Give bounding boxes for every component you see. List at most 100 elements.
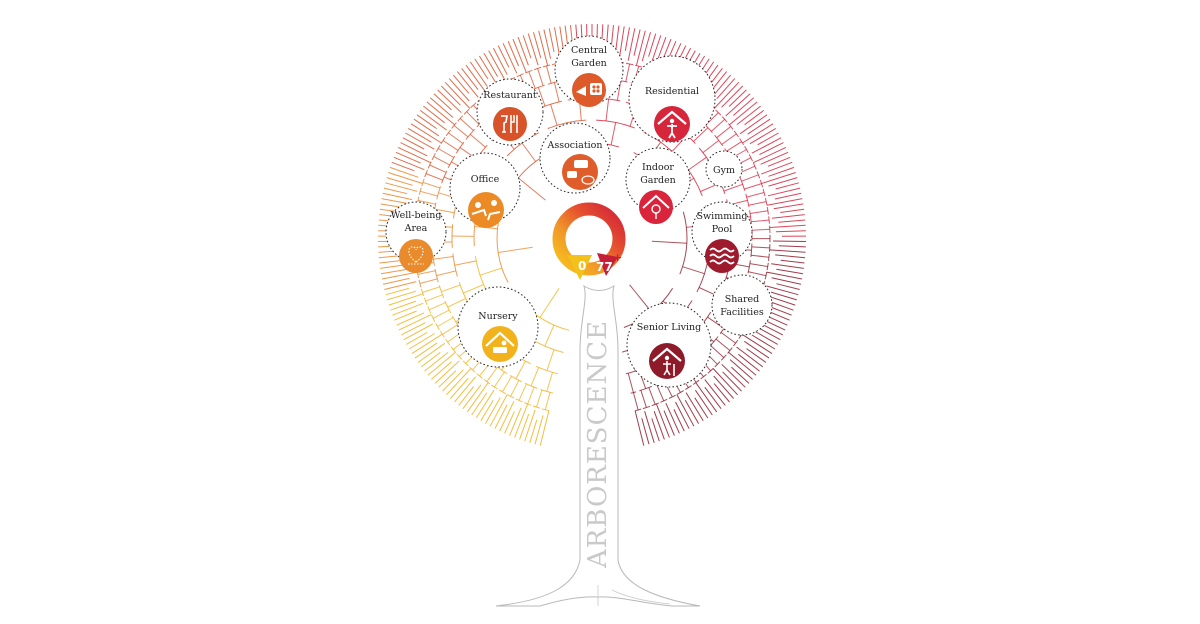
branch-line: [522, 143, 536, 162]
branch-line: [423, 287, 440, 293]
branch-line: [711, 346, 724, 358]
branch-line: [420, 279, 437, 284]
branch-line: [484, 53, 498, 76]
node-office[interactable]: Office: [450, 153, 520, 228]
branch-line: [714, 82, 739, 108]
branch-line: [749, 202, 767, 206]
branch-line: [510, 408, 521, 436]
branch-line: [383, 193, 412, 199]
branch-line: [520, 414, 529, 439]
branch-line: [747, 349, 767, 363]
branch-line: [397, 313, 424, 325]
node-label-line: Indoor: [642, 162, 674, 173]
branch-line: [649, 388, 655, 405]
branch-line: [774, 204, 804, 209]
branch-line: [636, 31, 645, 66]
branch-line: [455, 377, 476, 402]
branch-line: [664, 411, 674, 436]
branch-line: [776, 269, 803, 274]
branch-line: [778, 220, 805, 222]
branch-line: [421, 352, 440, 367]
branch-line: [759, 328, 780, 339]
node-well-being-area[interactable]: Well-being Area: [386, 202, 446, 273]
node-label-line: Garden: [640, 175, 676, 186]
branch-line: [388, 173, 422, 184]
branch-line: [641, 390, 647, 407]
node-label-line: Restaurant: [483, 90, 537, 101]
branch-line: [475, 59, 488, 79]
icon-glyph: [590, 83, 602, 95]
branch-line: [770, 225, 806, 227]
node-swimming-pool[interactable]: Swimming Pool: [692, 202, 752, 273]
branch-line: [780, 209, 804, 212]
branch-line: [396, 152, 421, 163]
branch-line: [420, 191, 437, 196]
branch-line: [674, 409, 684, 431]
branch-line: [752, 229, 770, 230]
node-label-line: Garden: [571, 58, 607, 69]
branch-line: [443, 141, 458, 151]
branch-line: [406, 333, 427, 345]
branch-line: [391, 301, 416, 310]
branch-line: [729, 90, 746, 107]
branch-line: [470, 134, 485, 147]
node-gym[interactable]: Gym: [706, 151, 742, 187]
branch-line: [767, 199, 802, 206]
branch-line: [426, 174, 443, 181]
branch-line: [394, 157, 425, 169]
wine-cutlery-icon: [493, 107, 527, 141]
node-shared-facilities[interactable]: Shared Facilities: [712, 275, 772, 335]
branch-line: [769, 167, 795, 176]
branch-line: [445, 82, 470, 108]
branch-line: [390, 167, 418, 177]
branch-line: [696, 383, 717, 412]
node-nursery[interactable]: Nursery: [458, 287, 538, 367]
branch-line: [439, 371, 456, 388]
branch-line: [503, 376, 512, 392]
branch-line: [426, 295, 443, 301]
branch-line: [547, 372, 553, 391]
scale-plus-label: +: [613, 251, 622, 264]
branch-line: [716, 339, 730, 350]
branch-line: [656, 404, 669, 438]
node-label-line: Office: [471, 174, 500, 185]
node-senior-living[interactable]: Senior Living: [627, 303, 711, 387]
branch-line: [539, 31, 548, 66]
node-indoor-garden[interactable]: Indoor Garden: [626, 148, 690, 224]
branch-line: [747, 193, 764, 198]
branch-line: [545, 392, 550, 409]
node-restaurant[interactable]: Restaurant: [477, 79, 543, 145]
branch-line: [770, 250, 806, 252]
branch-line: [408, 128, 431, 142]
branch-line: [767, 286, 799, 295]
node-residential[interactable]: Residential: [629, 56, 715, 142]
branch-line: [528, 387, 535, 404]
branch-line: [626, 64, 630, 82]
branch-line: [448, 299, 466, 308]
branch-line: [703, 140, 719, 152]
branch-arc: [491, 385, 497, 389]
branch-line: [645, 411, 655, 443]
scale-max-label: 77: [596, 260, 613, 274]
branch-line: [551, 104, 558, 125]
branch-line: [772, 215, 805, 219]
node-label-line: Facilities: [720, 307, 764, 318]
branch-line: [750, 211, 768, 214]
branch-line: [540, 411, 549, 446]
branch-line: [633, 393, 638, 410]
branch-line: [683, 267, 705, 274]
branch-line: [772, 278, 801, 285]
branch-line: [758, 133, 779, 145]
branch-line: [384, 188, 407, 194]
branch-line: [528, 34, 538, 65]
branch-line: [727, 142, 742, 152]
node-central-garden[interactable]: Central Garden: [555, 36, 623, 107]
branch-line: [628, 373, 633, 392]
node-association[interactable]: Association: [540, 123, 610, 193]
node-label-line: Pool: [712, 224, 732, 235]
branch-line: [481, 400, 493, 421]
node-label-line: Gym: [713, 165, 735, 176]
branch-line: [547, 66, 552, 83]
branch-line: [442, 325, 457, 335]
branch-line: [429, 303, 446, 310]
